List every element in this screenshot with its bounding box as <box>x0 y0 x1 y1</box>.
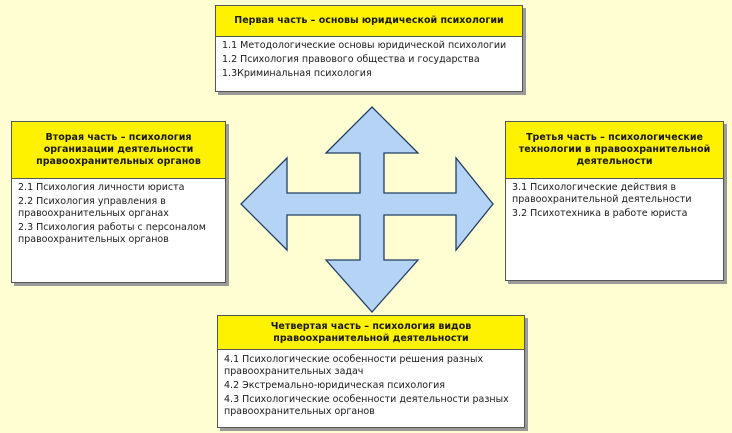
section-items-third: 3.1 Психологические действия в правоохра… <box>506 179 723 225</box>
list-item: 1.2 Психология правового общества и госу… <box>222 54 480 65</box>
section-box-first: Первая часть – основы юридической психол… <box>215 5 523 92</box>
section-items-first: 1.1 Методологические основы юридической … <box>216 37 522 85</box>
four-way-arrow <box>240 106 494 313</box>
list-item: 2.3 Психология работы с персоналом право… <box>18 222 206 245</box>
list-item: 4.3 Психологические особенности деятельн… <box>224 394 509 417</box>
list-item: 3.2 Психотехника в работе юриста <box>512 208 688 219</box>
list-item: 2.2 Психология управления в правоохранит… <box>18 196 169 219</box>
list-item: 4.2 Экстремально-юридическая психология <box>224 380 445 391</box>
section-title-first: Первая часть – основы юридической психол… <box>216 6 522 37</box>
section-title-fourth: Четвертая часть – психология видов право… <box>218 316 524 350</box>
list-item: 2.1 Психология личности юриста <box>18 182 185 193</box>
section-box-third: Третья часть – психологические технологи… <box>505 121 724 281</box>
section-box-fourth: Четвертая часть – психология видов право… <box>217 315 525 428</box>
section-box-second: Вторая часть – психология организации де… <box>11 121 226 283</box>
list-item: 1.1 Методологические основы юридической … <box>222 40 507 51</box>
section-title-third: Третья часть – психологические технологи… <box>506 122 723 179</box>
list-item: 1.3Криминальная психология <box>222 68 372 79</box>
section-title-second: Вторая часть – психология организации де… <box>12 122 225 179</box>
list-item: 3.1 Психологические действия в правоохра… <box>512 182 692 205</box>
section-items-fourth: 4.1 Психологические особенности решения … <box>218 350 524 423</box>
list-item: 4.1 Психологические особенности решения … <box>224 354 484 377</box>
section-items-second: 2.1 Психология личности юриста 2.2 Психо… <box>12 179 225 251</box>
